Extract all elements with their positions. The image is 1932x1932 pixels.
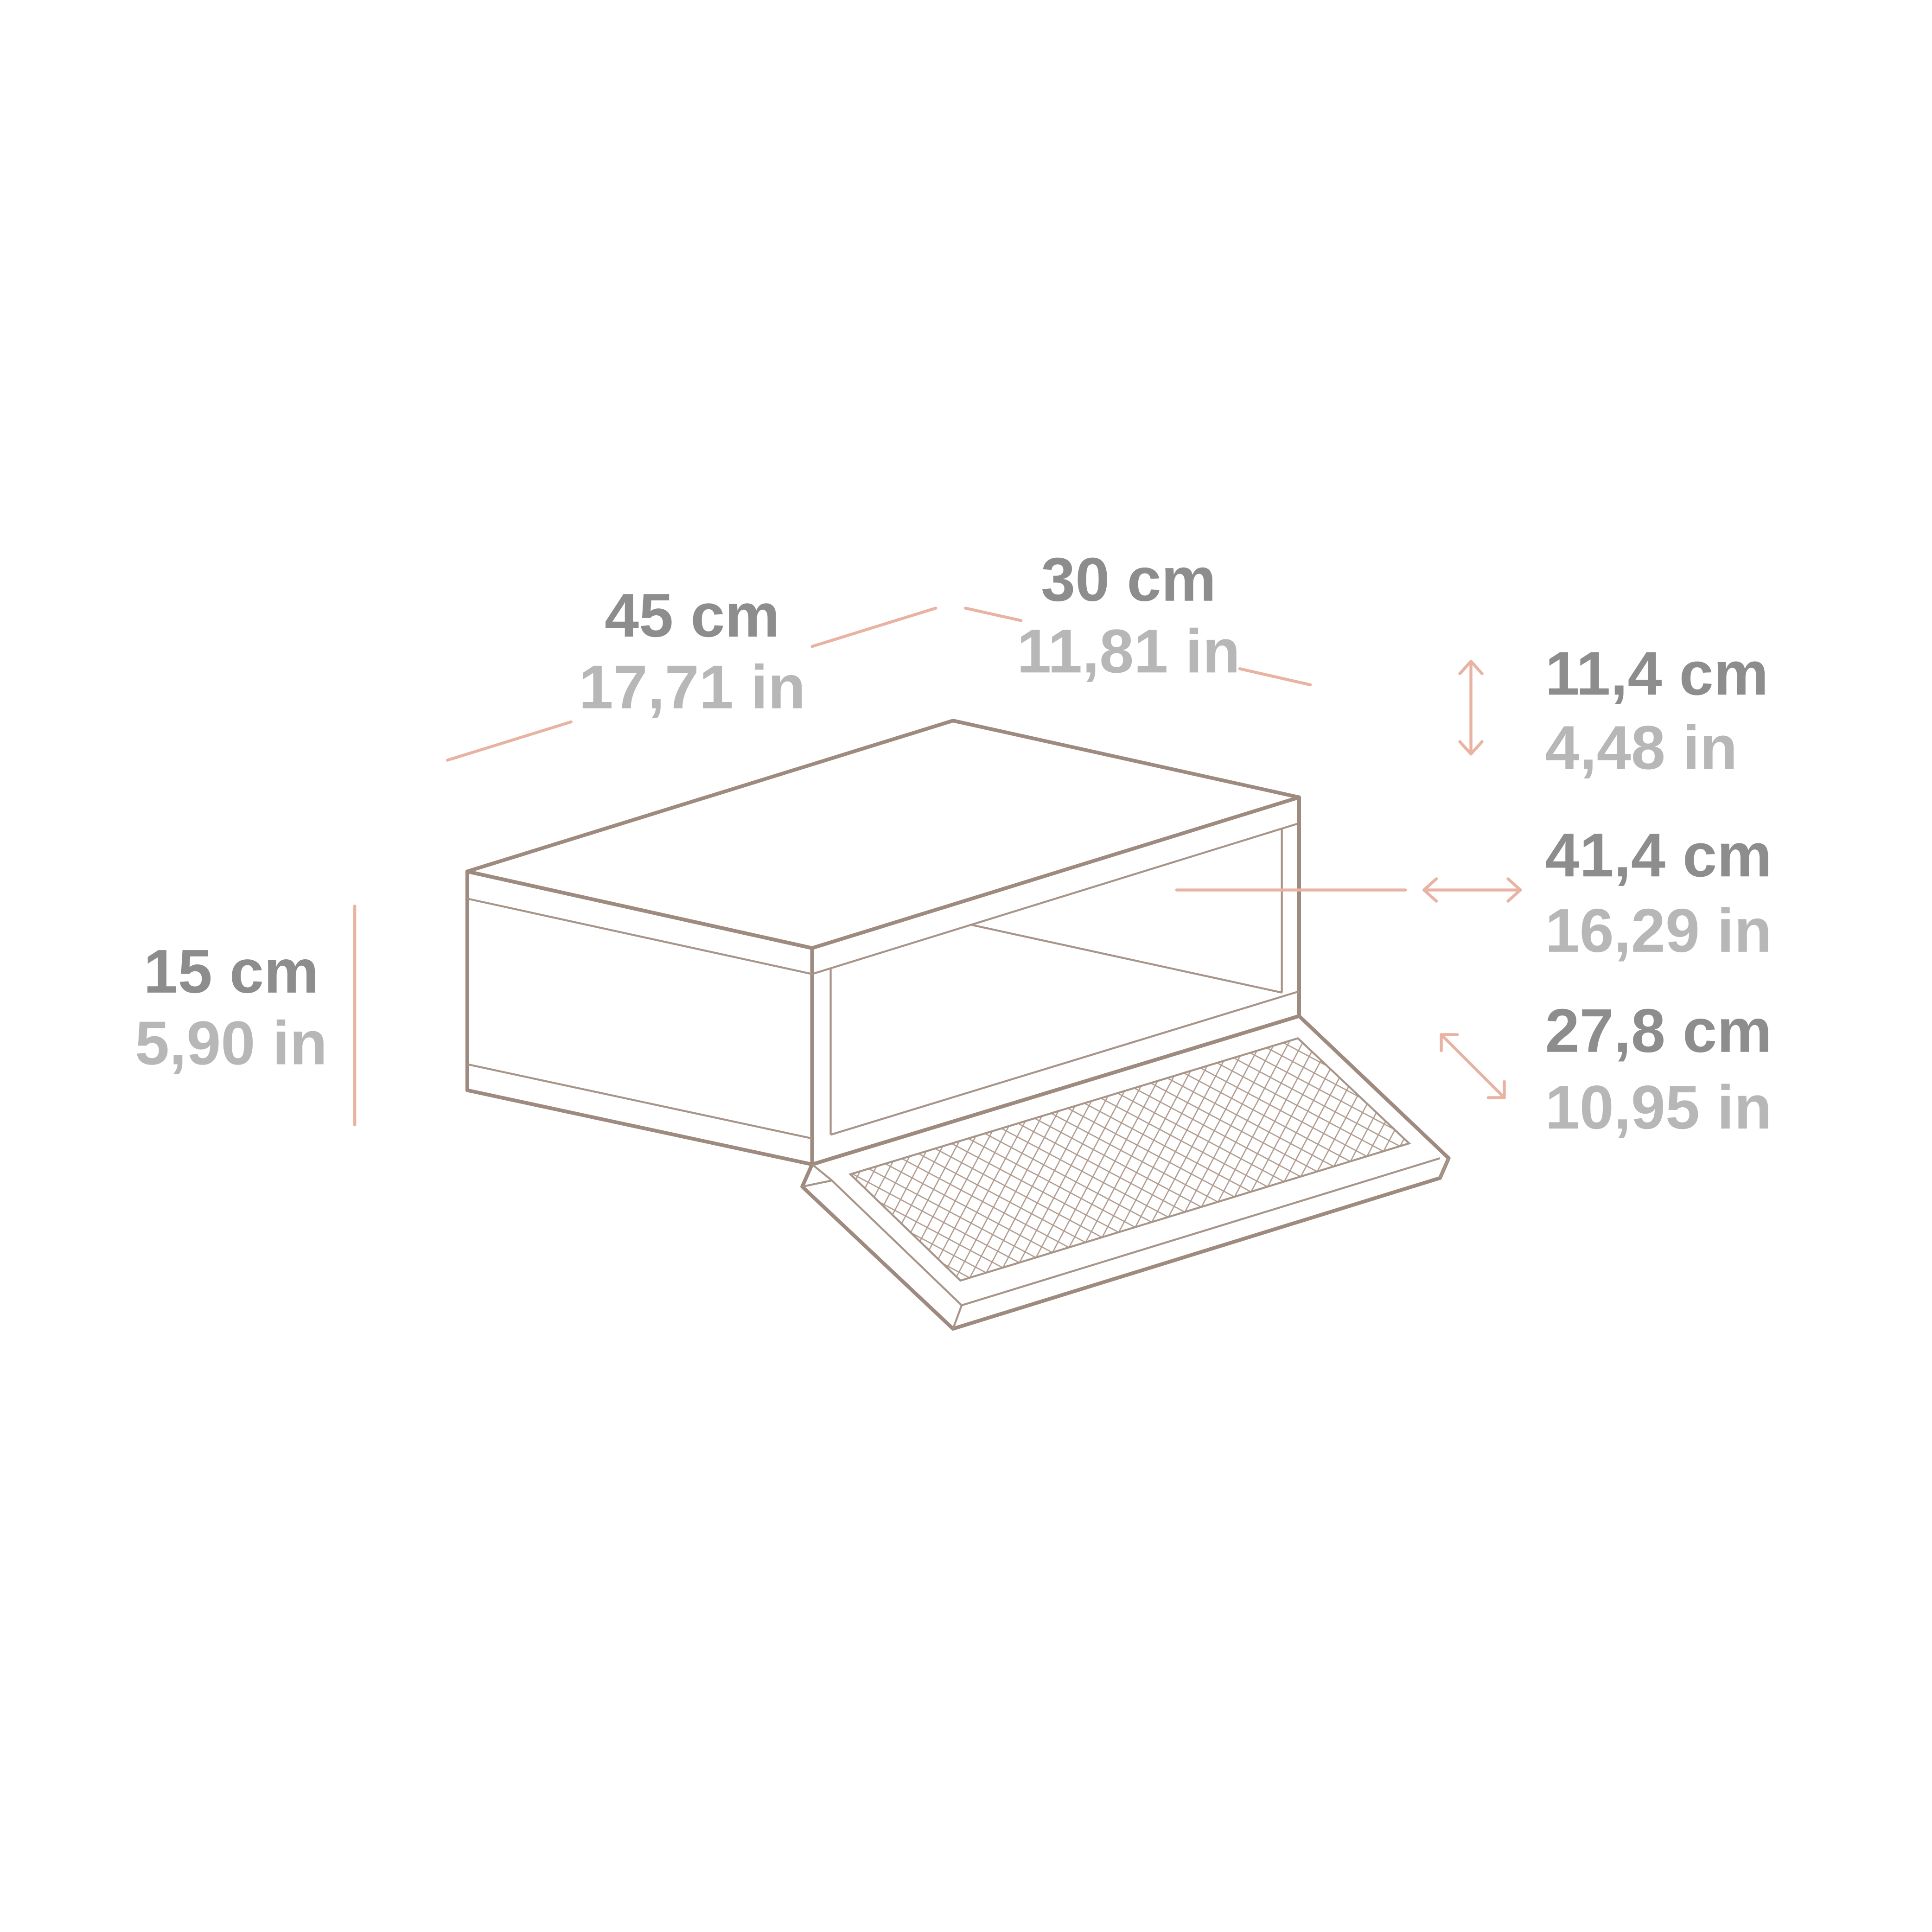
svg-text:17,71 in: 17,71 in xyxy=(579,653,805,722)
diagonal-arrow-icon xyxy=(1440,1033,1506,1099)
horizontal-arrow-icon xyxy=(1422,877,1522,903)
svg-text:10,95 in: 10,95 in xyxy=(1545,1073,1772,1142)
svg-text:27,8 cm: 27,8 cm xyxy=(1545,996,1772,1065)
vertical-arrow-icon xyxy=(1458,660,1484,756)
svg-text:5,90 in: 5,90 in xyxy=(135,1008,327,1078)
svg-text:15 cm: 15 cm xyxy=(144,937,319,1006)
svg-text:30 cm: 30 cm xyxy=(1041,545,1216,614)
svg-text:16,29 in: 16,29 in xyxy=(1545,896,1772,965)
dimension-lines xyxy=(353,606,1522,1127)
label-ramp-length: 27,8 cm 10,95 in xyxy=(1545,996,1772,1142)
label-depth: 30 cm 11,81 in xyxy=(1017,545,1240,686)
label-height: 15 cm 5,90 in xyxy=(135,937,327,1078)
ramp-drawing xyxy=(800,1014,1451,1331)
label-length: 45 cm 17,71 in xyxy=(579,581,805,722)
svg-text:4,48 in: 4,48 in xyxy=(1545,713,1738,782)
svg-text:11,4 cm: 11,4 cm xyxy=(1545,639,1769,708)
svg-text:11,81 in: 11,81 in xyxy=(1017,617,1240,686)
label-opening-height: 11,4 cm 4,48 in xyxy=(1545,639,1769,782)
svg-text:41,4 cm: 41,4 cm xyxy=(1545,821,1772,890)
ramp-mesh xyxy=(848,1037,1411,1282)
svg-text:45 cm: 45 cm xyxy=(605,581,780,650)
label-opening-width: 41,4 cm 16,29 in xyxy=(1545,821,1772,965)
